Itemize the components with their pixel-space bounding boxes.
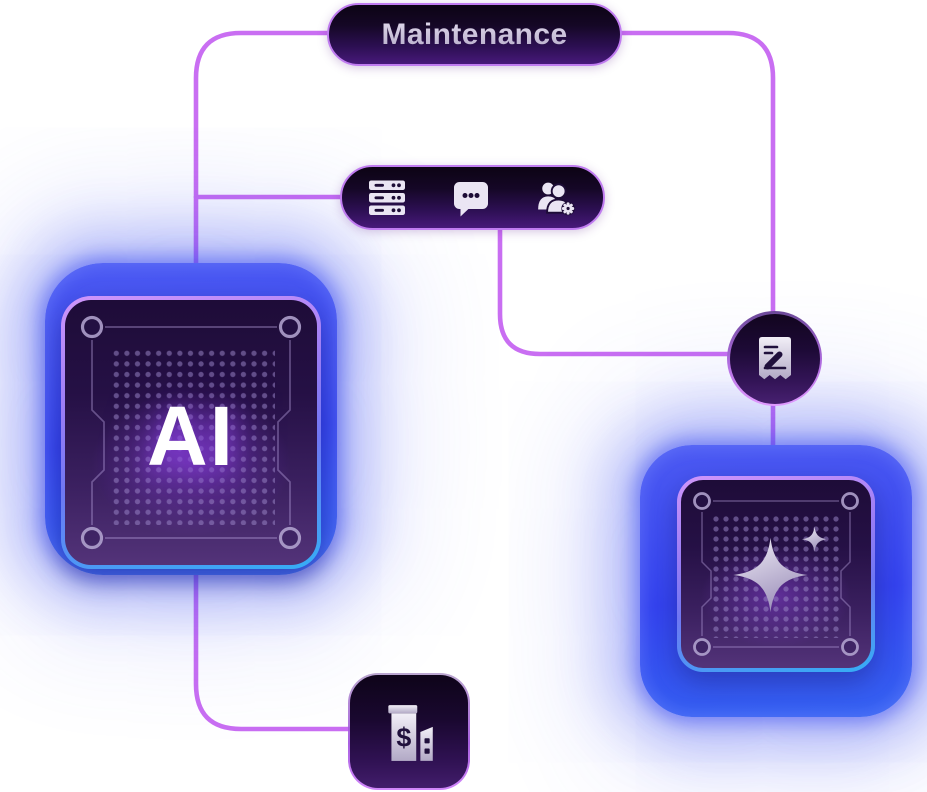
screw-icon [80, 526, 104, 550]
maintenance-label: Maintenance [381, 17, 568, 51]
ai-chip-dot-grid [111, 348, 275, 525]
receipt-edit-icon [758, 336, 791, 379]
finance-tile: $ [348, 673, 470, 790]
sparkle-chip [640, 445, 912, 717]
connector-maintenance-to-receipt-node [619, 30, 776, 321]
screw-icon [278, 315, 302, 339]
ai-chip-face: AI [65, 300, 317, 565]
finance-tile-face: $ [350, 675, 468, 788]
screw-icon [693, 492, 711, 510]
maintenance-pill: Maintenance [327, 3, 622, 66]
users-settings-icon [538, 182, 575, 215]
receipt-node [727, 311, 822, 406]
screw-icon [278, 526, 302, 550]
screw-icon [841, 492, 859, 510]
sparkle-chip-face [681, 480, 871, 668]
connector-services-to-receipt-node [497, 226, 733, 357]
services-pill [340, 165, 605, 230]
screw-icon [841, 638, 859, 656]
screw-icon [80, 315, 104, 339]
ai-chip-label: AI [147, 389, 235, 483]
server-rack-icon [369, 180, 405, 215]
ai-chip: AI [45, 263, 337, 575]
sparkles-holder [716, 520, 828, 635]
connector-maintenance-to-ai-chip [193, 30, 330, 305]
chat-dots-icon [453, 181, 488, 216]
dollar-symbol: $ [396, 722, 411, 752]
sparkles-icon [733, 526, 828, 613]
ai-chip-circuit-frame [80, 315, 302, 550]
sparkle-chip-circuit-frame [693, 492, 859, 656]
building-dollar-icon: $ [388, 704, 433, 761]
sparkle-chip-bezel [677, 476, 875, 672]
receipt-node-face [729, 313, 820, 404]
ai-chip-bezel: AI [61, 296, 321, 569]
screw-icon [693, 638, 711, 656]
connector-ai-chip-to-finance-tile [193, 553, 355, 732]
